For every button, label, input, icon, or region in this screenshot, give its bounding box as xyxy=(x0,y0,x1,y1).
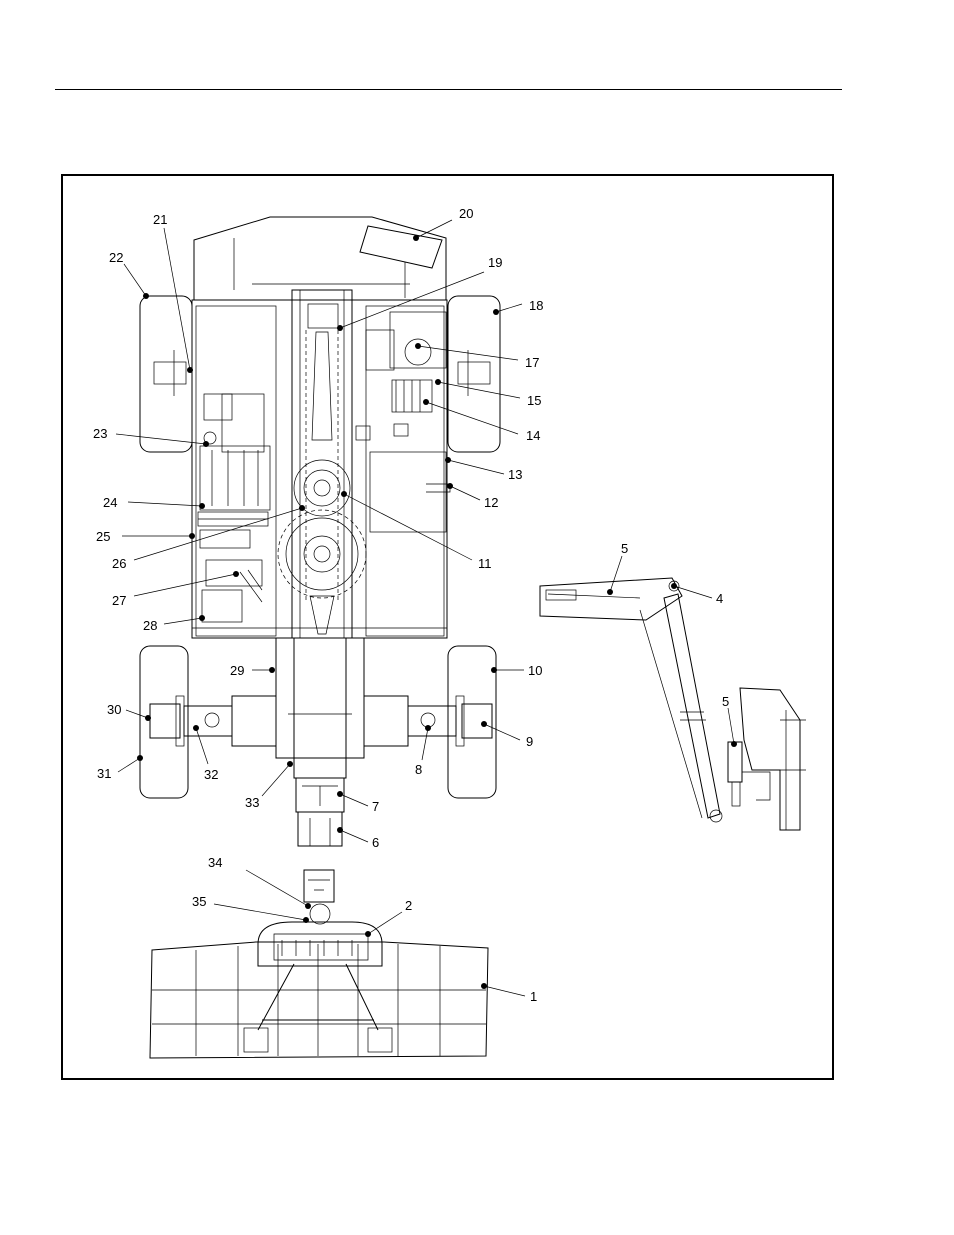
callout-5-side: 5 xyxy=(722,694,729,709)
callout-21: 21 xyxy=(153,212,167,227)
wheels xyxy=(140,296,500,798)
callout-29: 29 xyxy=(230,663,244,678)
callout-1: 1 xyxy=(530,989,537,1004)
callout-labels: 1 2 4 5 5 6 7 8 9 10 11 12 13 14 15 17 1… xyxy=(93,206,729,1004)
callout-13: 13 xyxy=(508,467,522,482)
callout-7: 7 xyxy=(372,799,379,814)
callout-27: 27 xyxy=(112,593,126,608)
callout-11: 11 xyxy=(478,556,492,571)
callout-24: 24 xyxy=(103,495,117,510)
leader-lines xyxy=(116,220,734,996)
callout-33: 33 xyxy=(245,795,259,810)
callout-12: 12 xyxy=(484,495,498,510)
callout-10: 10 xyxy=(528,663,542,678)
callout-18: 18 xyxy=(529,298,543,313)
callout-dots xyxy=(137,235,737,989)
callout-9: 9 xyxy=(526,734,533,749)
callout-35: 35 xyxy=(192,894,206,909)
callout-17: 17 xyxy=(525,355,539,370)
callout-28: 28 xyxy=(143,618,157,633)
callout-25: 25 xyxy=(96,529,110,544)
callout-2: 2 xyxy=(405,898,412,913)
callout-23: 23 xyxy=(93,426,107,441)
center-boom xyxy=(276,290,366,924)
callout-32: 32 xyxy=(204,767,218,782)
callout-30: 30 xyxy=(107,702,121,717)
callout-5-top: 5 xyxy=(621,541,628,556)
callout-20: 20 xyxy=(459,206,473,221)
callout-14: 14 xyxy=(526,428,540,443)
mower-deck xyxy=(150,922,488,1058)
callout-31: 31 xyxy=(97,766,111,781)
callout-6: 6 xyxy=(372,835,379,850)
callout-22: 22 xyxy=(109,250,123,265)
callout-34: 34 xyxy=(208,855,222,870)
callout-19: 19 xyxy=(488,255,502,270)
side-boom-view xyxy=(540,578,806,830)
callout-26: 26 xyxy=(112,556,126,571)
callout-4: 4 xyxy=(716,591,723,606)
callout-8: 8 xyxy=(415,762,422,777)
callout-15: 15 xyxy=(527,393,541,408)
